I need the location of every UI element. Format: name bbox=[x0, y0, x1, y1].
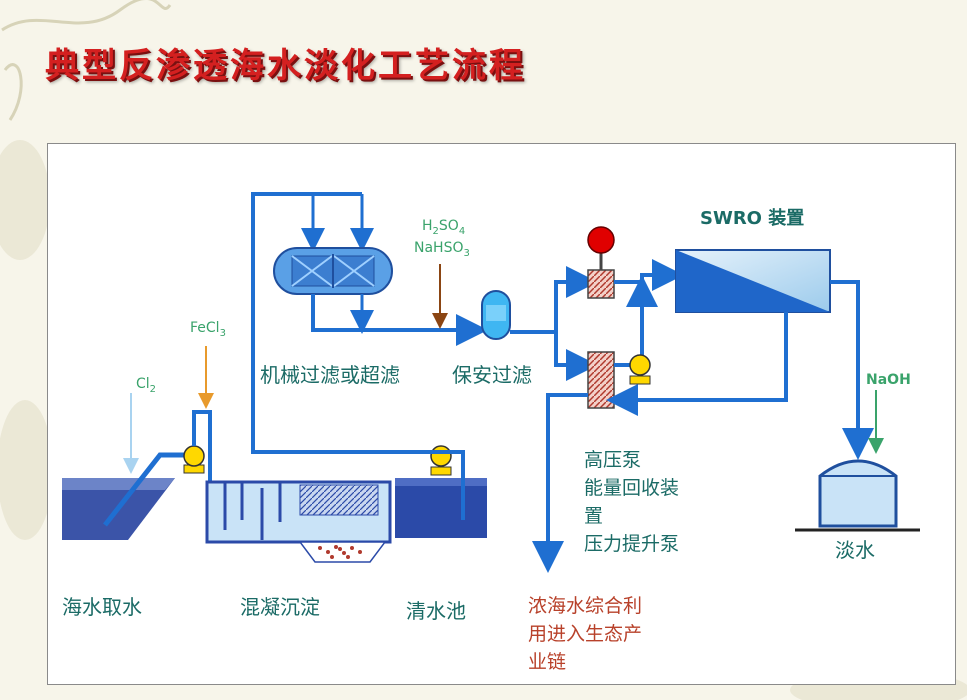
note-high-pressure-pump: 高压泵 bbox=[584, 449, 641, 471]
label-h2so4: H2SO4 bbox=[422, 218, 465, 237]
label-filtration: 机械过滤或超滤 bbox=[260, 363, 400, 387]
label-naoh: NaOH bbox=[866, 372, 911, 388]
label-swro: SWRO 装置 bbox=[700, 207, 804, 229]
brine-note-line1: 浓海水综合利 bbox=[528, 595, 642, 617]
note-booster-pump: 压力提升泵 bbox=[584, 533, 679, 555]
energy-recovery-device bbox=[587, 351, 615, 409]
sludge-dots bbox=[318, 545, 362, 559]
hp-pump-to-swro-pipe bbox=[614, 259, 684, 291]
intake-pump bbox=[183, 445, 205, 474]
label-fresh-water: 淡水 bbox=[835, 538, 875, 562]
brine-note-line2: 用进入生态产 bbox=[528, 623, 642, 645]
label-coagulation: 混凝沉淀 bbox=[240, 595, 320, 619]
coagulation-tank bbox=[205, 480, 392, 563]
label-fecl3: FeCl3 bbox=[190, 320, 226, 339]
label-clear-pool: 清水池 bbox=[406, 599, 466, 623]
swro-unit bbox=[675, 249, 831, 313]
high-pressure-pump bbox=[587, 226, 615, 299]
permeate-pipe bbox=[830, 280, 874, 460]
note-energy-recovery: 能量回收装 bbox=[584, 477, 679, 499]
intake-pipe bbox=[103, 452, 192, 527]
brine-discharge-pipe bbox=[532, 393, 588, 573]
label-cl2: Cl2 bbox=[136, 376, 156, 395]
diagram-panel bbox=[47, 143, 956, 685]
clear-water-pool bbox=[395, 478, 487, 538]
security-filter bbox=[481, 290, 511, 340]
fresh-water-tank bbox=[795, 459, 920, 532]
pump-to-coagulation-pipe bbox=[192, 410, 212, 492]
note-energy-recovery-cont: 置 bbox=[584, 505, 603, 527]
slide-title: 典型反渗透海水淡化工艺流程 bbox=[45, 46, 526, 86]
label-intake: 海水取水 bbox=[62, 595, 142, 619]
pool-to-filter-pipe bbox=[251, 192, 465, 462]
booster-pump bbox=[629, 354, 651, 385]
filter-outlet-pipe bbox=[311, 294, 488, 346]
brine-note-line3: 业链 bbox=[528, 651, 566, 673]
label-nahso3: NaHSO3 bbox=[414, 240, 470, 259]
label-security-filter: 保安过滤 bbox=[452, 363, 532, 387]
brine-return-pipe bbox=[606, 312, 788, 416]
erd-to-booster-pipe bbox=[614, 275, 658, 367]
mechanical-filter bbox=[273, 247, 393, 295]
